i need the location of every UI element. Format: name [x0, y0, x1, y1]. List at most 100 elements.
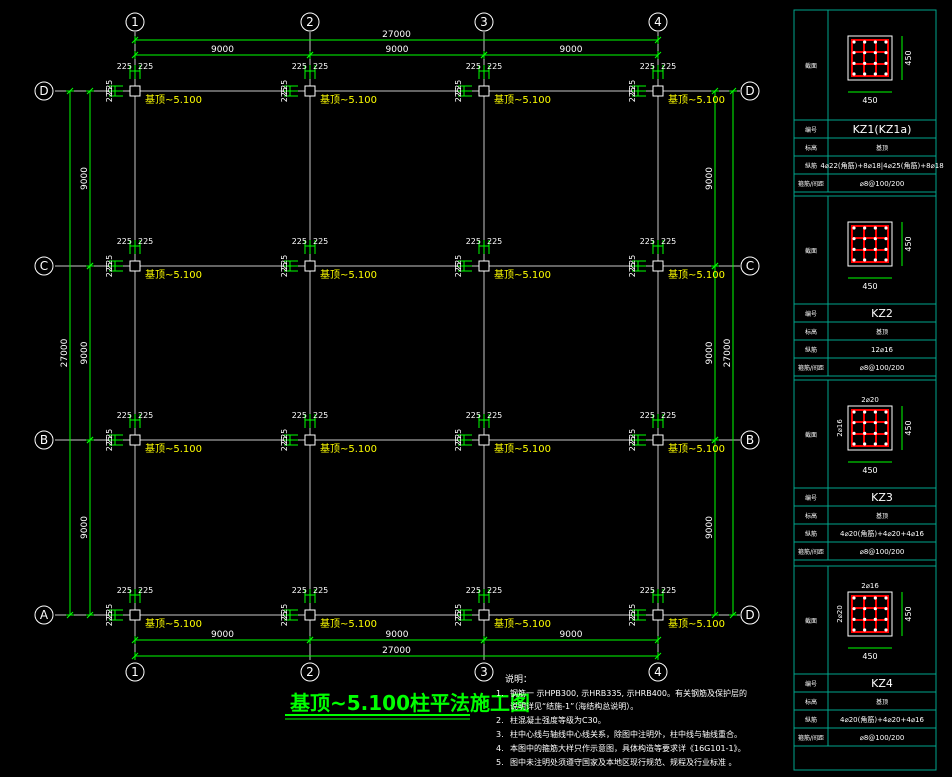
offset-text: 225 [105, 429, 114, 444]
offset-text: 225 [117, 237, 132, 246]
axis-bubble-bottom-4: 4 [648, 662, 668, 682]
offset-text: 225 [313, 237, 328, 246]
rebar-dot [863, 226, 867, 230]
axis-bubble-right-D: D [740, 605, 760, 625]
offset-text: 225 [487, 62, 502, 71]
axis-bubble-top-1: 1 [125, 12, 145, 32]
axis-label: 1 [131, 665, 139, 679]
row-label: 标高 [805, 512, 817, 520]
row-label: 箍筋/间距 [798, 180, 824, 188]
offset-text: 225 [661, 586, 676, 595]
row-value: 4⌀20(角筋)+4⌀20+4⌀16 [840, 529, 924, 538]
section-height: 450 [904, 236, 913, 251]
row-value: 基顶 [876, 698, 888, 706]
rebar-dot [852, 628, 856, 632]
rebar-dot [852, 258, 856, 262]
row-value: ⌀8@100/200 [860, 548, 905, 556]
axis-bubble-bottom-3: 3 [474, 662, 494, 682]
rebar-dot [852, 607, 856, 611]
note-text: 钢筋一 示HPB300, 示HRB335, 示HRB400。有关钢筋及保护层的 [510, 688, 747, 698]
dim-top-bay: 9000 [480, 45, 662, 59]
rebar-dot [884, 258, 888, 262]
section-outline [847, 35, 893, 81]
dim-right-bay: 9000 [705, 262, 719, 444]
axis-label: C [40, 259, 48, 273]
column-level-label: 基顶~5.100 [494, 442, 551, 455]
rebar-dot [852, 431, 856, 435]
axis-label: D [39, 84, 48, 98]
dimension-text: 27000 [382, 646, 411, 656]
rebar-dot [852, 421, 856, 425]
offset-text: 225 [280, 611, 289, 626]
grid-lines [55, 32, 740, 660]
rebar-dot [863, 596, 867, 600]
note-number: 3. [496, 730, 504, 739]
dimension-text: 9000 [80, 341, 90, 364]
offset-text: 225 [105, 80, 114, 95]
offset-text: 225 [280, 604, 289, 619]
axis-bubble-left-D: D [34, 81, 54, 101]
offset-text: 225 [454, 87, 463, 102]
rebar-dot [873, 40, 877, 44]
row-label: 箍筋/间距 [798, 548, 824, 556]
offset-text: 225 [628, 604, 637, 619]
rebar-dot [884, 617, 888, 621]
column-level-label: 基顶~5.100 [145, 268, 202, 281]
section-width: 450 [862, 652, 877, 661]
rebar-dot [884, 226, 888, 230]
axis-bubble-top-4: 4 [648, 12, 668, 32]
rebar-dot [852, 617, 856, 621]
section-width: 450 [862, 466, 877, 475]
offset-text: 225 [138, 237, 153, 246]
row-label: 纵筋 [805, 716, 817, 724]
column-level-label: 基顶~5.100 [320, 442, 377, 455]
offset-text: 225 [105, 87, 114, 102]
rebar-dot [863, 410, 867, 414]
row-value: ⌀8@100/200 [860, 364, 905, 372]
dim-left-total: 27000 [60, 87, 74, 619]
dimension-text: 9000 [211, 45, 234, 55]
axis-label: 2 [306, 15, 314, 29]
column-square [652, 85, 664, 97]
row-value: KZ2 [871, 307, 893, 320]
rebar-dot [873, 617, 877, 621]
row-label: 纵筋 [805, 346, 817, 354]
axis-label: 4 [654, 665, 662, 679]
dimension-text: 9000 [211, 630, 234, 640]
offset-text: 225 [138, 411, 153, 420]
offset-text: 225 [138, 62, 153, 71]
axis-bubble-left-B: B [34, 430, 54, 450]
column-square [304, 260, 316, 272]
column-level-label: 基顶~5.100 [494, 617, 551, 630]
rebar-dot [852, 61, 856, 65]
column-square [478, 85, 490, 97]
offset-text: 225 [454, 436, 463, 451]
section-height: 450 [904, 420, 913, 435]
column-square [478, 260, 490, 272]
notes-block: 说明： 1. 钢筋一 示HPB300, 示HRB335, 示HRB400。有关钢… [496, 673, 747, 767]
offset-text: 225 [105, 436, 114, 451]
offset-text: 225 [454, 255, 463, 270]
offset-text: 225 [292, 62, 307, 71]
axis-label: D [745, 84, 754, 98]
dim-left-bay: 9000 [80, 436, 94, 619]
rebar-dot [863, 607, 867, 611]
axis-label: 3 [480, 15, 488, 29]
rebar-dot [852, 237, 856, 241]
stirrup [851, 39, 889, 77]
offset-text: 225 [661, 62, 676, 71]
note-number: 1. [496, 689, 504, 698]
axis-label: 1 [131, 15, 139, 29]
column-level-label: 基顶~5.100 [145, 617, 202, 630]
column-level-label: 基顶~5.100 [668, 93, 725, 106]
offset-text: 225 [454, 604, 463, 619]
